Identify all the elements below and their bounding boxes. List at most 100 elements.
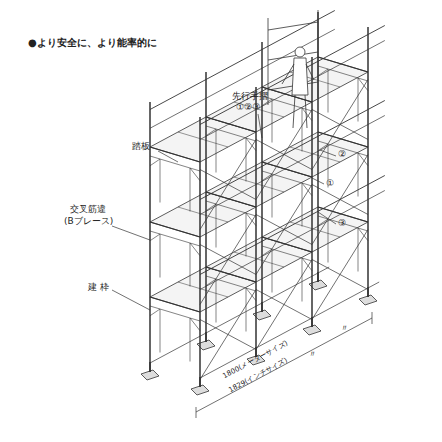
- scaffold-stroke: [150, 222, 200, 237]
- scaffold-stroke: [318, 66, 368, 81]
- callout-number: ①: [326, 179, 334, 189]
- ditto-mark: 〃: [308, 350, 317, 360]
- scaffold-stroke: [318, 132, 368, 147]
- scaffold-stroke: [160, 309, 161, 353]
- scaffold-stroke: [234, 102, 284, 117]
- scaffold-stroke: [358, 78, 368, 91]
- scaffold-stroke: [150, 234, 160, 241]
- scaffold-stroke: [318, 216, 368, 231]
- scaffold-stroke: [311, 57, 313, 327]
- scaffold-stroke: [206, 126, 256, 141]
- part-name: 交叉筋違: [70, 205, 106, 215]
- scaffold-stroke: [200, 116, 385, 215]
- scaffold-stroke: [246, 288, 256, 301]
- scaffold-stroke: [255, 87, 257, 357]
- scaffold-stroke: [302, 183, 312, 196]
- scaffold-stroke: [318, 69, 328, 76]
- scaffold-stroke: [206, 279, 216, 286]
- scaffold-stroke: [272, 99, 273, 143]
- scaffold-stroke: [150, 231, 200, 246]
- scaffold-stroke: [160, 234, 161, 278]
- scaffold-stroke: [216, 129, 217, 173]
- scaffold-stroke: [216, 279, 217, 323]
- scaffold-stroke: [318, 144, 328, 151]
- scaffold-stroke: [200, 320, 256, 350]
- scaffold-stroke: [262, 249, 272, 256]
- scaffold-stroke: [262, 246, 312, 261]
- scaffold-stroke: [150, 297, 200, 312]
- scaffold-stroke: [262, 171, 312, 186]
- scaffold-stroke: [190, 318, 200, 331]
- callout-number: ③: [338, 219, 346, 229]
- worker-figure: [268, 10, 318, 128]
- part-name: 先行手摺: [232, 92, 268, 102]
- callout-number: ①②③: [236, 103, 260, 113]
- scaffold-stroke: [200, 26, 385, 125]
- scaffold-plate: [262, 207, 368, 252]
- dimension-line: [196, 312, 372, 418]
- scaffold-stroke: [318, 57, 368, 72]
- scaffold-stroke: [206, 204, 216, 211]
- scaffold-stroke: [262, 96, 312, 111]
- scaffold-stroke: [206, 129, 216, 136]
- scaffold-stroke: [150, 156, 200, 171]
- scaffold-stroke: [234, 177, 284, 192]
- ditto-mark: 〃: [340, 324, 349, 334]
- part-name: 踏板: [132, 142, 150, 152]
- scaffold-stroke: [206, 117, 256, 132]
- scaffold-stroke: [246, 288, 247, 332]
- scaffold-plate: [262, 132, 368, 177]
- scaffold-stroke: [200, 176, 385, 275]
- scaffold-stroke: [302, 108, 312, 121]
- scaffold-stroke: [256, 260, 312, 350]
- scaffold-stroke: [358, 228, 368, 241]
- scaffold-stroke: [190, 243, 200, 256]
- scaffold-stroke: [205, 72, 207, 342]
- scaffold-stroke: [150, 159, 160, 166]
- scaffold-stroke: [272, 174, 273, 218]
- scaffold-stroke: [200, 41, 385, 140]
- scaffold-stroke: [200, 191, 385, 290]
- part-name: (Bブレース): [64, 217, 113, 227]
- scaffold-stroke: [246, 213, 256, 226]
- scaffold-stroke: [312, 230, 368, 320]
- scaffold-stroke: [318, 219, 328, 226]
- scaffold-stroke: [206, 267, 256, 282]
- scaffold-stroke: [178, 282, 228, 297]
- scaffold-stroke: [200, 282, 379, 378]
- scaffold-stroke: [328, 69, 329, 113]
- scaffold-stroke: [150, 267, 329, 363]
- scaffold-stroke: [206, 201, 256, 216]
- scaffold-stroke: [206, 276, 256, 291]
- scaffold-stroke: [150, 309, 160, 316]
- scaffold-stroke: [216, 204, 217, 248]
- scaffold-stroke: [150, 306, 200, 321]
- scaffold-stroke: [290, 222, 340, 237]
- scaffold-stroke: [246, 138, 256, 151]
- scaffold-stroke: [261, 42, 263, 312]
- scaffold-stroke: [302, 258, 303, 302]
- callout-number: ②: [338, 150, 346, 160]
- scaffold-stroke: [312, 260, 368, 290]
- leader-lines: [112, 114, 336, 310]
- scaffold-stroke: [178, 132, 228, 147]
- scaffold-stroke: [206, 192, 256, 207]
- scaffold-stroke: [150, 147, 200, 162]
- scaffold-stroke: [234, 252, 284, 267]
- scaffold-stroke: [150, 29, 335, 128]
- scaffold-stroke: [272, 249, 273, 293]
- scaffold-stroke: [262, 162, 312, 177]
- scaffold-stroke: [160, 159, 161, 203]
- part-name: 建 枠: [88, 283, 109, 293]
- scaffold-stroke: [358, 228, 359, 272]
- scaffold-stroke: [262, 237, 312, 252]
- scaffold-stroke: [190, 243, 191, 287]
- scaffold-stroke: [256, 290, 312, 320]
- scaffold-stroke: [190, 168, 200, 181]
- scaffold-stroke: [178, 207, 228, 222]
- scaffold-stroke: [200, 101, 385, 200]
- scaffold-stroke: [150, 11, 335, 110]
- scaffold-plate: [262, 57, 368, 102]
- scaffold-stroke: [328, 219, 329, 263]
